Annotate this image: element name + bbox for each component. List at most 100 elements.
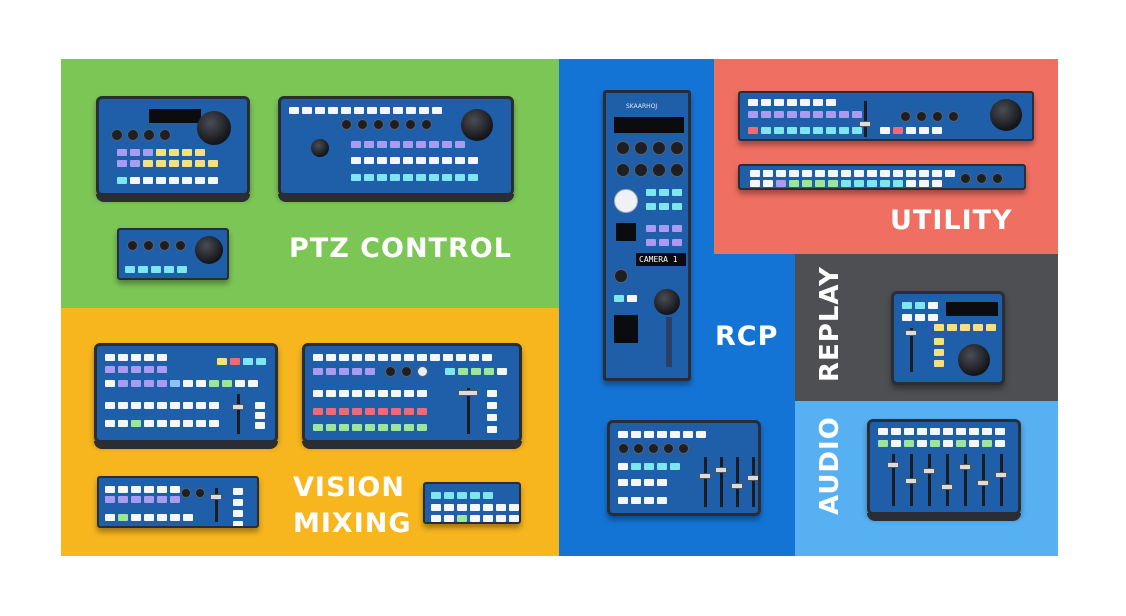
knob-icon bbox=[614, 189, 638, 213]
ptz-control-tile[interactable]: PTZ CONTROL bbox=[61, 59, 559, 308]
knob-icon bbox=[143, 129, 155, 141]
knob-icon bbox=[663, 443, 674, 454]
knob-icon bbox=[670, 163, 684, 177]
joystick-icon bbox=[197, 111, 231, 145]
fader-icon bbox=[237, 394, 240, 434]
rcp-tile[interactable]: SKAARHOJ CAMERA 1 bbox=[559, 59, 795, 556]
knob-icon bbox=[385, 366, 396, 377]
fader-cap bbox=[731, 483, 743, 489]
button-row bbox=[646, 189, 682, 196]
knob-icon bbox=[421, 119, 432, 130]
fader-cap bbox=[941, 484, 953, 490]
knob-icon bbox=[960, 173, 971, 184]
knob-icon bbox=[373, 119, 384, 130]
vision-mixing-tile[interactable]: VISION MIXING bbox=[61, 308, 559, 556]
fader-cap bbox=[699, 473, 711, 479]
knob-icon bbox=[932, 111, 943, 122]
button-row bbox=[313, 390, 427, 397]
fader-cap bbox=[905, 478, 917, 484]
button-row bbox=[618, 463, 680, 470]
button-row bbox=[351, 174, 478, 181]
button-row bbox=[748, 127, 862, 134]
panel-base bbox=[867, 513, 1021, 521]
button-row bbox=[313, 368, 375, 375]
button-row bbox=[125, 266, 187, 273]
button-row bbox=[105, 402, 219, 409]
vision-label-line-1: VISION bbox=[293, 472, 405, 503]
fader-icon bbox=[720, 457, 723, 507]
panel-base bbox=[278, 194, 514, 202]
button-row bbox=[105, 354, 167, 361]
knob-icon bbox=[405, 119, 416, 130]
fader-cap bbox=[232, 404, 244, 410]
button-row bbox=[351, 157, 478, 164]
replay-label: REPLAY bbox=[815, 266, 845, 382]
button-row bbox=[431, 504, 519, 511]
fader-icon bbox=[964, 454, 967, 506]
fader-cap bbox=[747, 475, 758, 481]
button-row bbox=[614, 295, 637, 302]
button-row bbox=[105, 514, 193, 521]
fader-icon bbox=[736, 457, 739, 507]
knob-icon bbox=[389, 119, 400, 130]
audio-panel bbox=[867, 419, 1021, 515]
vision-label-line-2: MIXING bbox=[293, 508, 412, 539]
knob-icon bbox=[670, 141, 684, 155]
knob-icon bbox=[976, 173, 987, 184]
button-row bbox=[313, 424, 427, 431]
lcd-display-icon bbox=[616, 223, 636, 241]
button-row bbox=[748, 99, 836, 106]
fader-cap bbox=[859, 121, 871, 127]
knob-icon bbox=[652, 163, 666, 177]
fader-cap bbox=[887, 462, 899, 468]
button-row bbox=[750, 180, 942, 187]
fader-icon bbox=[467, 388, 470, 434]
fader-cap bbox=[959, 464, 971, 470]
button-row bbox=[934, 338, 944, 367]
button-row bbox=[313, 354, 492, 361]
replay-tile[interactable]: REPLAY bbox=[795, 254, 1058, 401]
fader-cap bbox=[210, 494, 222, 500]
panel-base bbox=[96, 194, 250, 202]
lcd-display-icon bbox=[946, 302, 998, 316]
button-row bbox=[750, 170, 955, 177]
fader-icon bbox=[215, 488, 218, 522]
button-row bbox=[117, 149, 205, 156]
fader-cap bbox=[715, 467, 727, 473]
fader-icon bbox=[704, 457, 707, 507]
button-row bbox=[878, 440, 1005, 447]
replay-panel bbox=[891, 291, 1005, 385]
knob-icon bbox=[678, 443, 689, 454]
knob-icon bbox=[181, 488, 191, 498]
knob-icon bbox=[633, 443, 644, 454]
panel-base bbox=[94, 441, 278, 449]
lcd-display-icon bbox=[614, 117, 684, 133]
audio-tile[interactable]: AUDIO bbox=[795, 401, 1058, 556]
button-row bbox=[105, 380, 258, 387]
ptz-controller-panel-1 bbox=[96, 96, 250, 196]
button-row bbox=[646, 203, 682, 210]
vision-mixer-panel-4 bbox=[423, 482, 521, 524]
button-row bbox=[445, 368, 507, 375]
button-row bbox=[748, 111, 862, 118]
button-row bbox=[105, 486, 180, 493]
button-row bbox=[487, 390, 497, 433]
knob-icon bbox=[175, 240, 186, 251]
button-row bbox=[618, 479, 667, 486]
utility-tile[interactable]: UTILITY bbox=[714, 59, 1058, 254]
knob-icon bbox=[616, 163, 630, 177]
button-row bbox=[233, 488, 243, 526]
rcp-brand: SKAARHOJ bbox=[626, 103, 658, 110]
fader-cap bbox=[995, 472, 1007, 478]
button-row bbox=[646, 239, 682, 246]
knob-icon bbox=[111, 129, 123, 141]
knob-icon bbox=[357, 119, 368, 130]
knob-icon bbox=[159, 240, 170, 251]
rcp-label: RCP bbox=[715, 321, 779, 352]
button-row bbox=[105, 420, 219, 427]
rcp-panel: SKAARHOJ CAMERA 1 bbox=[603, 90, 691, 381]
knob-icon bbox=[341, 119, 352, 130]
ptz-controller-panel-2 bbox=[278, 96, 514, 196]
button-row bbox=[878, 428, 1005, 435]
knob-icon bbox=[634, 141, 648, 155]
